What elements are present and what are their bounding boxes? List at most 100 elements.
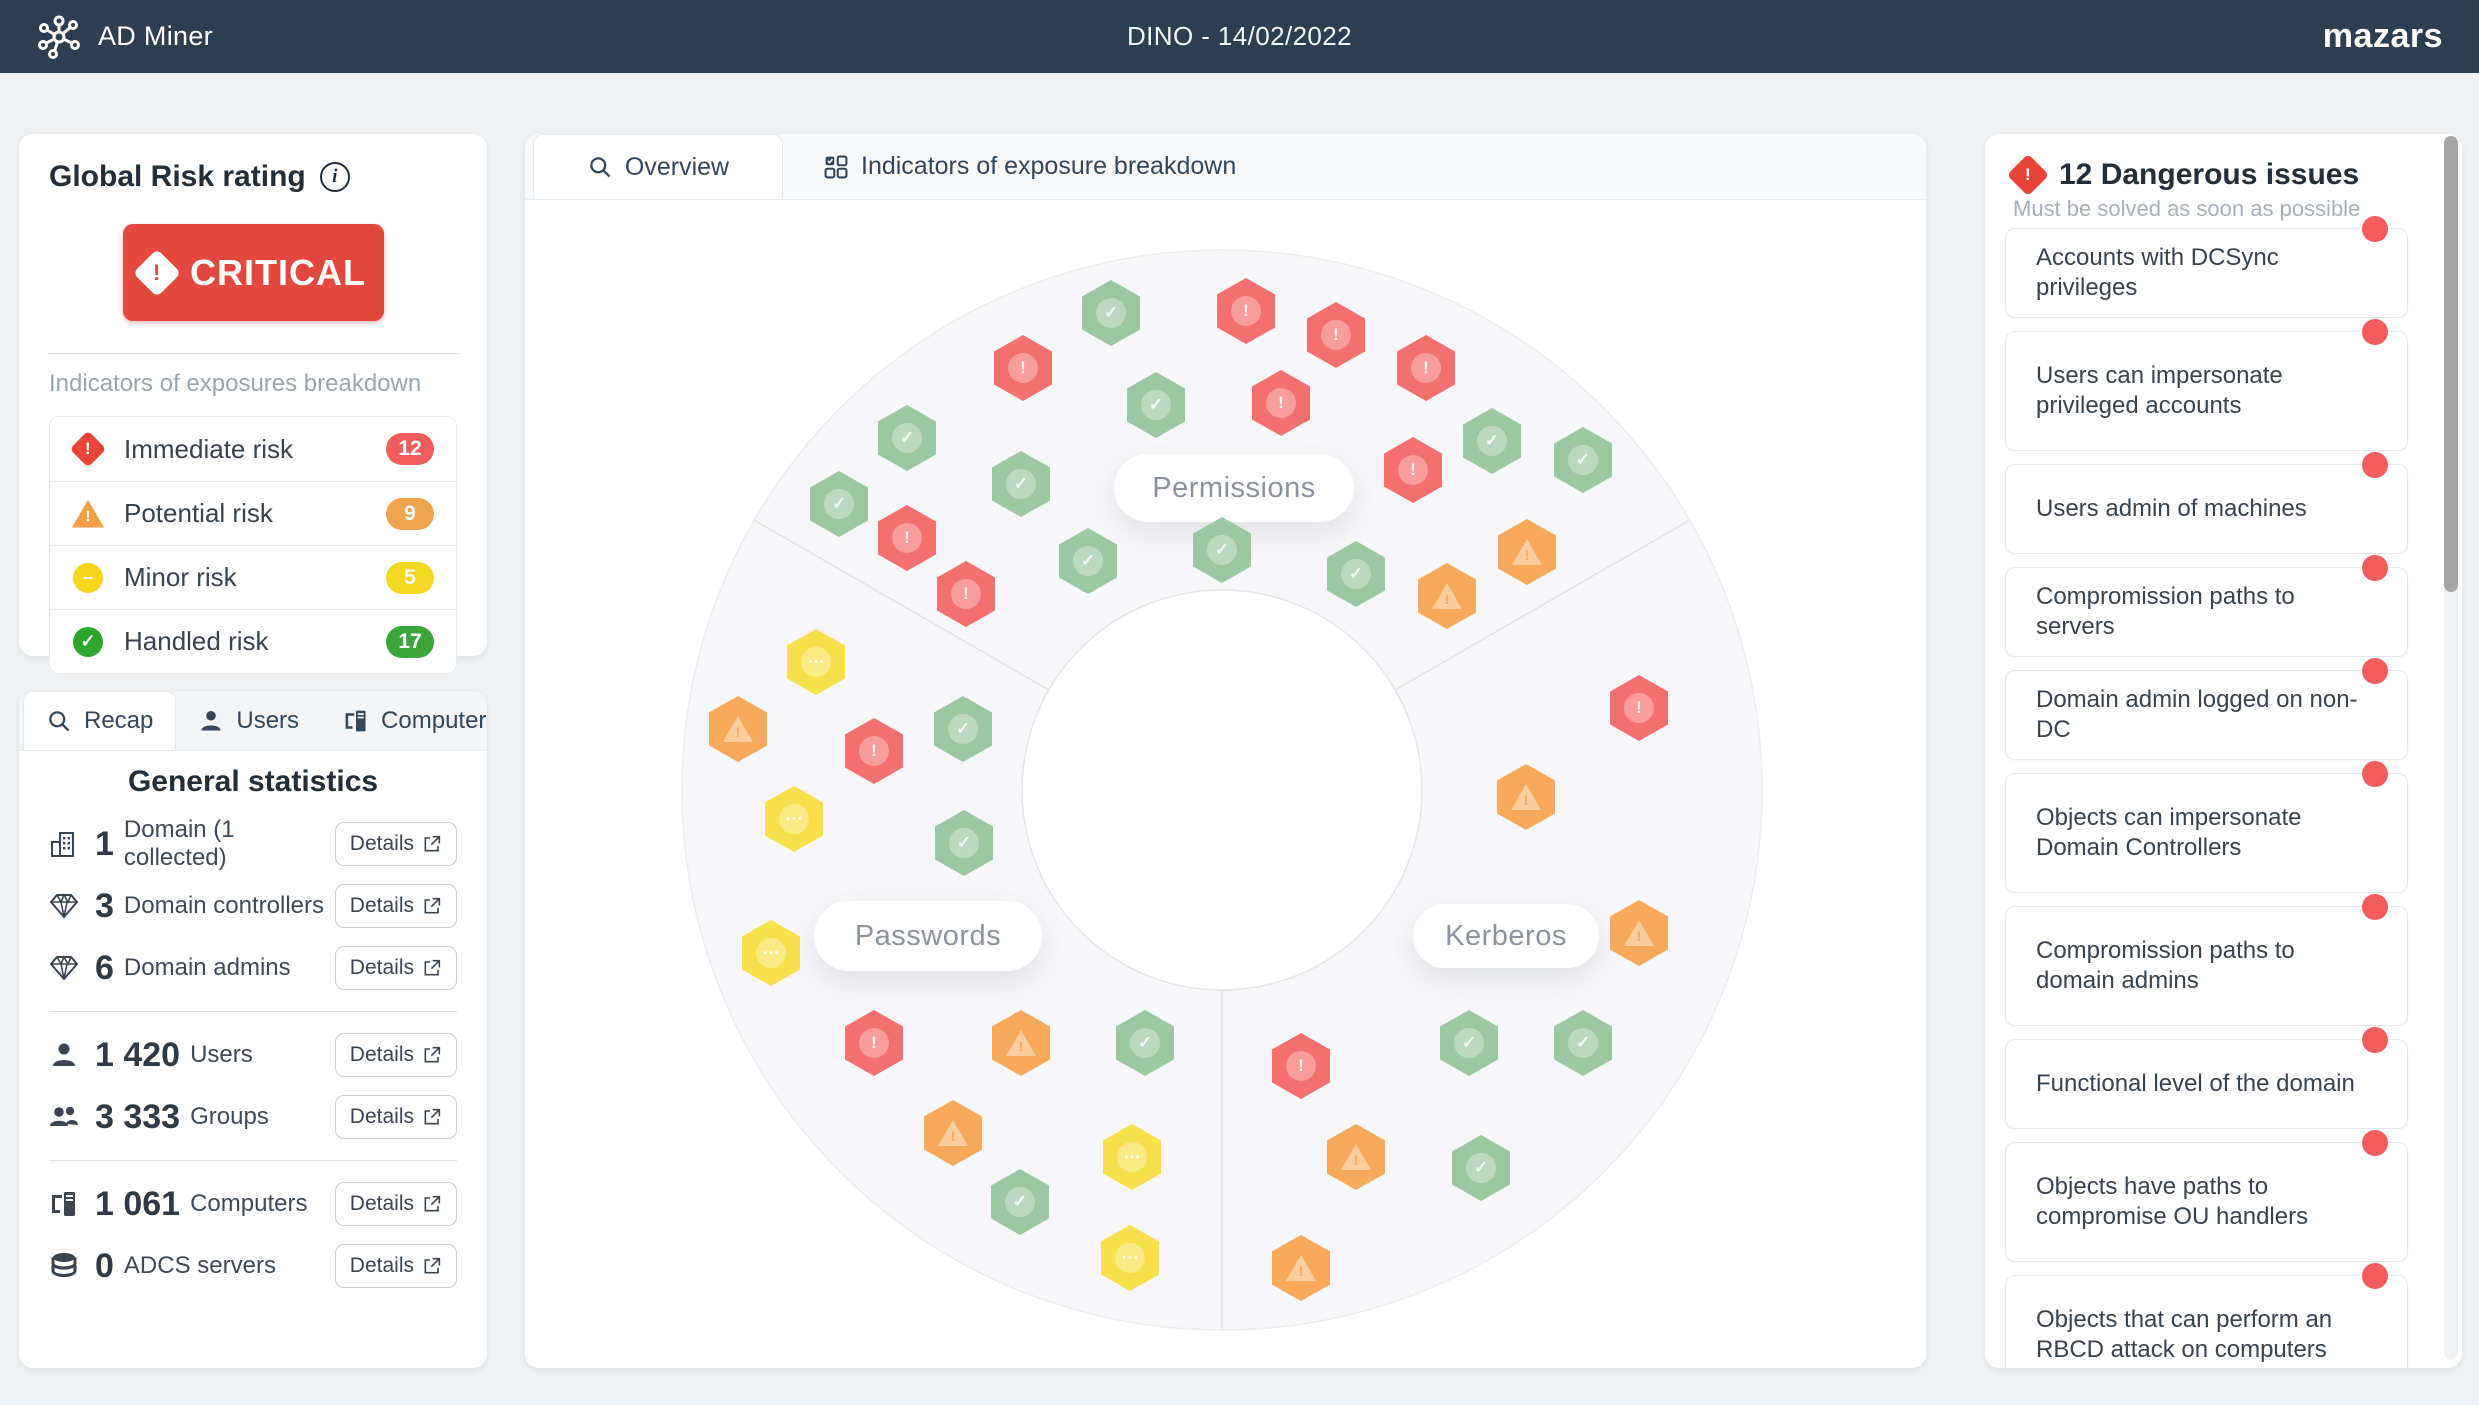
status-icon: ! xyxy=(1231,296,1261,326)
issue-card[interactable]: Objects that can perform an RBCD attack … xyxy=(2005,1263,2408,1368)
dangerous-issues-panel: ! 12 Dangerous issues Must be solved as … xyxy=(1985,134,2462,1368)
stat-value: 1 061 xyxy=(95,1184,181,1223)
stats-list: 1 Domain (1 collected) Details 3 Domain … xyxy=(49,813,457,1297)
hexagon-indicator-immediate[interactable]: ! xyxy=(878,505,936,571)
status-icon: ✓ xyxy=(1454,1028,1484,1058)
status-icon: ! xyxy=(892,523,922,553)
global-risk-card: Global Risk rating i ! CRITICAL Indicato… xyxy=(19,134,487,674)
stat-value: 3 xyxy=(95,886,114,925)
hexagon-indicator-immediate[interactable]: ! xyxy=(845,718,903,784)
hexagon-indicator-minor[interactable]: ⋯ xyxy=(787,629,845,695)
tab-computers[interactable]: Computers xyxy=(321,691,487,750)
stat-label: Domain controllers xyxy=(123,892,324,919)
scrollbar-thumb[interactable] xyxy=(2444,136,2458,592)
tab-label: Computers xyxy=(381,706,487,734)
issue-label: Users admin of machines xyxy=(2036,495,2307,522)
diamond-exclamation-icon: ! xyxy=(2006,153,2050,197)
details-button[interactable]: Details xyxy=(334,822,457,866)
hexagon-indicator-handled[interactable]: ✓ xyxy=(935,810,993,876)
tab-recap[interactable]: Recap xyxy=(23,691,177,750)
issue-card[interactable]: Compromission paths to servers xyxy=(2005,555,2408,657)
status-icon: ✓ xyxy=(892,423,922,453)
issue-dot xyxy=(2362,894,2388,920)
external-link-icon xyxy=(422,834,442,854)
issue-card[interactable]: Accounts with DCSync privileges xyxy=(2005,216,2408,318)
hexagon-indicator-handled[interactable]: ✓ xyxy=(810,471,868,537)
details-button[interactable]: Details xyxy=(334,1095,457,1139)
issue-dot xyxy=(2362,216,2388,242)
details-button[interactable]: Details xyxy=(334,1033,457,1077)
status-icon: ! xyxy=(1398,455,1428,485)
user-icon xyxy=(49,1040,79,1070)
stat-row: 0 ADCS servers Details xyxy=(49,1235,457,1297)
hexagon-indicator-potential[interactable]: ! xyxy=(709,696,767,762)
status-icon: ! xyxy=(1512,539,1542,565)
issue-card[interactable]: Objects can impersonate Domain Controlle… xyxy=(2005,761,2408,893)
status-icon: ✓ xyxy=(1073,546,1103,576)
external-link-icon xyxy=(422,1045,442,1065)
divider xyxy=(47,353,459,354)
issue-card[interactable]: Objects have paths to compromise OU hand… xyxy=(2005,1130,2408,1262)
diamond-exclamation-icon: ! xyxy=(132,248,182,297)
stats-title: General statistics xyxy=(127,765,379,798)
status-icon: ✓ xyxy=(1096,298,1126,328)
status-icon: ! xyxy=(723,716,753,742)
hexagon-indicator-minor[interactable]: ⋯ xyxy=(742,920,800,986)
risk-row: ! Immediate risk 12 xyxy=(50,417,456,481)
computer-icon xyxy=(49,1189,79,1219)
details-button[interactable]: Details xyxy=(334,946,457,990)
status-icon: ! xyxy=(1624,920,1654,946)
tab-breakdown[interactable]: Indicators of exposure breakdown xyxy=(783,134,1276,199)
info-icon[interactable]: i xyxy=(319,162,350,192)
tab-users[interactable]: Users xyxy=(176,691,321,750)
status-icon: ⋯ xyxy=(1115,1243,1145,1273)
status-icon: ! xyxy=(859,736,889,766)
critical-rating-badge: ! CRITICAL xyxy=(122,224,384,321)
overview-chart-card: Overview Indicators of exposure breakdow… xyxy=(525,134,1926,1368)
hexagon-indicator-immediate[interactable]: ! xyxy=(937,561,995,627)
stat-label: Domain admins xyxy=(123,954,291,981)
issue-card[interactable]: Users can impersonate privileged account… xyxy=(2005,319,2408,451)
issues-title: 12 Dangerous issues xyxy=(2059,158,2360,191)
details-button[interactable]: Details xyxy=(334,1244,457,1288)
status-icon: ! xyxy=(951,579,981,609)
risk-count-badge: 5 xyxy=(386,561,434,594)
details-button[interactable]: Details xyxy=(334,1182,457,1226)
issue-card[interactable]: Compromission paths to domain admins xyxy=(2005,894,2408,1026)
external-link-icon xyxy=(422,958,442,978)
details-button[interactable]: Details xyxy=(334,884,457,928)
issue-dot xyxy=(2362,1130,2388,1156)
tab-label: Indicators of exposure breakdown xyxy=(861,152,1237,180)
stat-label: Computers xyxy=(190,1190,308,1217)
issue-card[interactable]: Users admin of machines xyxy=(2005,452,2408,554)
tab-overview[interactable]: Overview xyxy=(533,134,783,199)
status-icon: ✓ xyxy=(1568,1028,1598,1058)
hexagon-indicator-handled[interactable]: ✓ xyxy=(934,696,992,762)
status-icon: ! xyxy=(1341,1144,1371,1170)
status-icon: ! xyxy=(1321,320,1351,350)
hexagon-indicator-potential[interactable]: ! xyxy=(924,1100,982,1166)
circle-check-icon: ✓ xyxy=(72,626,104,658)
issue-card[interactable]: Functional level of the domain xyxy=(2005,1027,2408,1129)
sector-label-passwords: Passwords xyxy=(814,901,1042,971)
details-label: Details xyxy=(349,1192,414,1215)
status-icon: ! xyxy=(859,1028,889,1058)
risk-label: Immediate risk xyxy=(124,433,294,464)
hexagon-indicator-immediate[interactable]: ! xyxy=(845,1010,903,1076)
hexagon-indicator-minor[interactable]: ⋯ xyxy=(765,786,823,852)
status-icon: ⋯ xyxy=(801,647,831,677)
search-icon xyxy=(587,154,613,180)
status-icon: ! xyxy=(1511,784,1541,810)
stat-row: 3 333 Groups Details xyxy=(49,1086,457,1148)
stat-label: Groups xyxy=(190,1103,269,1130)
status-icon: ✓ xyxy=(824,489,854,519)
status-icon: ✓ xyxy=(1466,1153,1496,1183)
details-label: Details xyxy=(349,832,414,855)
hexagon-indicator-handled[interactable]: ✓ xyxy=(878,405,936,471)
details-label: Details xyxy=(349,956,414,979)
issue-card[interactable]: Domain admin logged on non-DC xyxy=(2005,658,2408,760)
diamond-exclamation-icon: ! xyxy=(69,430,107,468)
status-icon: ⋯ xyxy=(756,938,786,968)
external-link-icon xyxy=(422,1194,442,1214)
building-icon xyxy=(49,829,79,859)
